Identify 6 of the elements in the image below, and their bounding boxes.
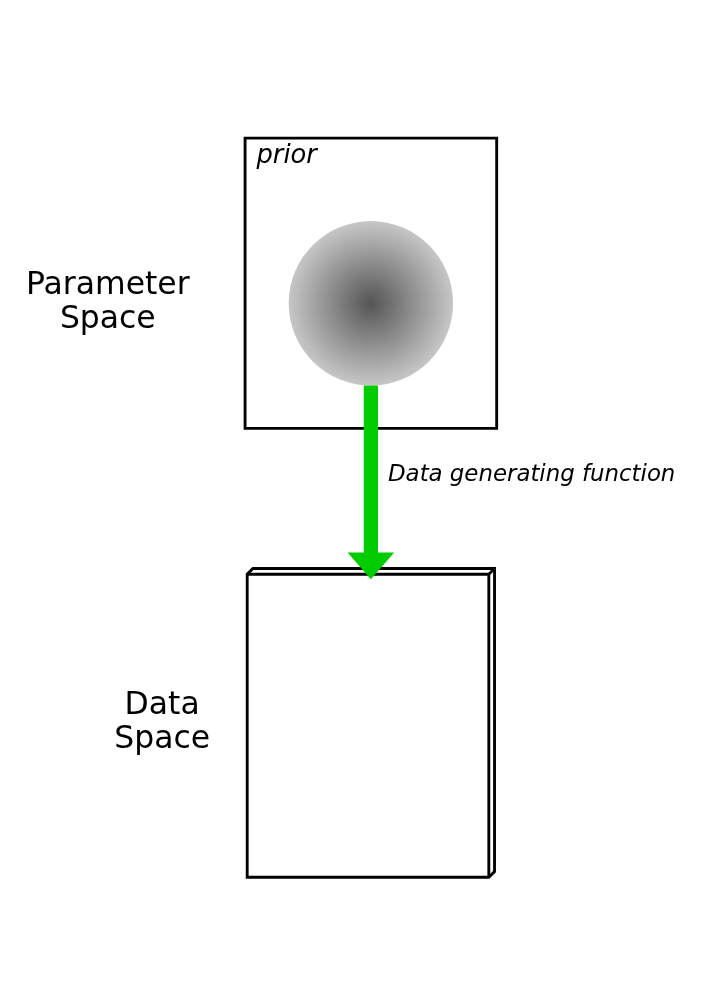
node-label: Data Space <box>114 684 211 756</box>
edge-label: Data generating function <box>388 459 676 486</box>
arrow <box>347 385 395 580</box>
node-label: Parameter Space <box>26 265 190 336</box>
node-circle <box>288 221 454 386</box>
cluster: prior <box>243 136 499 430</box>
